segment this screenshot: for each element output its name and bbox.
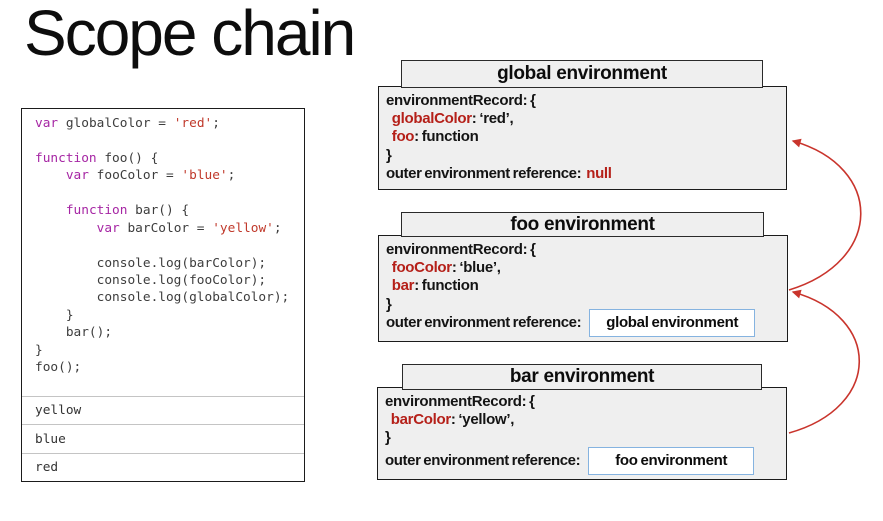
env-record-line: fooColor: ‘blue’, xyxy=(391,259,501,277)
env-record-line: bar: function xyxy=(391,277,479,295)
code-line: function bar() { xyxy=(65,203,190,219)
code-line: } xyxy=(35,307,74,323)
env-record-line: globalColor: ‘red’, xyxy=(391,110,514,128)
outer-ref-box: foo environment xyxy=(588,446,755,475)
outer-ref-box-label: foo environment xyxy=(615,451,728,469)
env-body: environmentRecord: { globalColor: ‘red’,… xyxy=(378,86,787,190)
env-record-lines: environmentRecord: { globalColor: ‘red’,… xyxy=(386,92,780,165)
env-record-line: barColor: ‘yellow’, xyxy=(390,411,515,429)
code-line: var fooColor = 'blue'; xyxy=(65,168,236,184)
code-line: bar(); xyxy=(35,325,113,341)
env-record-line: environmentRecord: { xyxy=(386,241,536,258)
code-line: console.log(barColor); xyxy=(35,255,267,271)
code-line: foo(); xyxy=(35,360,82,376)
outer-ref-box: global environment xyxy=(589,309,756,338)
console-outputs: yellow blue red xyxy=(22,396,304,481)
env-record-line: } xyxy=(386,146,392,164)
code-line xyxy=(35,185,302,202)
code-lines: var globalColor = 'red'; function foo() … xyxy=(35,115,302,377)
environment-box-bar: bar environment environmentRecord: { bar… xyxy=(377,364,787,480)
env-header: bar environment xyxy=(402,364,762,390)
env-body: environmentRecord: { barColor: ‘yellow’,… xyxy=(377,387,787,480)
env-body: environmentRecord: { fooColor: ‘blue’, b… xyxy=(378,235,788,342)
env-record-line: environmentRecord: { xyxy=(385,393,535,410)
outer-ref-label: outer environment reference: xyxy=(386,314,582,332)
code-line: console.log(globalColor); xyxy=(35,290,290,306)
code-line: function foo() { xyxy=(35,150,159,166)
code-panel: var globalColor = 'red'; function foo() … xyxy=(21,108,305,482)
arrow-foo-to-global xyxy=(788,138,862,291)
outer-ref-null-value: null xyxy=(586,164,612,182)
code-line: var globalColor = 'red'; xyxy=(35,116,220,131)
env-header-label: foo environment xyxy=(510,213,655,235)
env-record-line: foo: function xyxy=(391,128,479,146)
code-line xyxy=(35,132,302,149)
code-line: } xyxy=(35,342,43,358)
console-output-row: red xyxy=(22,452,304,481)
env-header-label: bar environment xyxy=(509,366,655,387)
outer-reference-row: outer environment reference: global envi… xyxy=(386,308,781,339)
env-record-lines: environmentRecord: { fooColor: ‘blue’, b… xyxy=(386,241,781,314)
code-line xyxy=(35,237,302,254)
env-header: foo environment xyxy=(401,212,764,237)
env-record-line: } xyxy=(385,429,391,447)
code-line: console.log(fooColor); xyxy=(35,272,267,288)
env-record-line: environmentRecord: { xyxy=(386,92,536,109)
env-header-label: global environment xyxy=(497,63,667,84)
outer-reference-row: outer environment reference: null xyxy=(386,165,780,183)
outer-ref-label: outer environment reference: xyxy=(385,451,581,469)
env-record-lines: environmentRecord: { barColor: ‘yellow’,… xyxy=(385,393,780,448)
environment-box-global: global environment environmentRecord: { … xyxy=(378,60,787,192)
code-line: var barColor = 'yellow'; xyxy=(96,220,282,236)
env-record-line: } xyxy=(386,295,392,313)
arrow-bar-to-foo xyxy=(788,289,860,434)
outer-ref-label: outer environment reference: xyxy=(386,164,582,182)
environment-box-foo: foo environment environmentRecord: { foo… xyxy=(378,212,788,344)
console-output-row: yellow xyxy=(22,396,304,424)
outer-reference-row: outer environment reference: foo environ… xyxy=(385,446,780,476)
console-output-row: blue xyxy=(22,424,304,452)
page-title: Scope chain xyxy=(24,0,356,69)
env-header: global environment xyxy=(401,60,763,88)
outer-ref-box-label: global environment xyxy=(606,314,739,332)
